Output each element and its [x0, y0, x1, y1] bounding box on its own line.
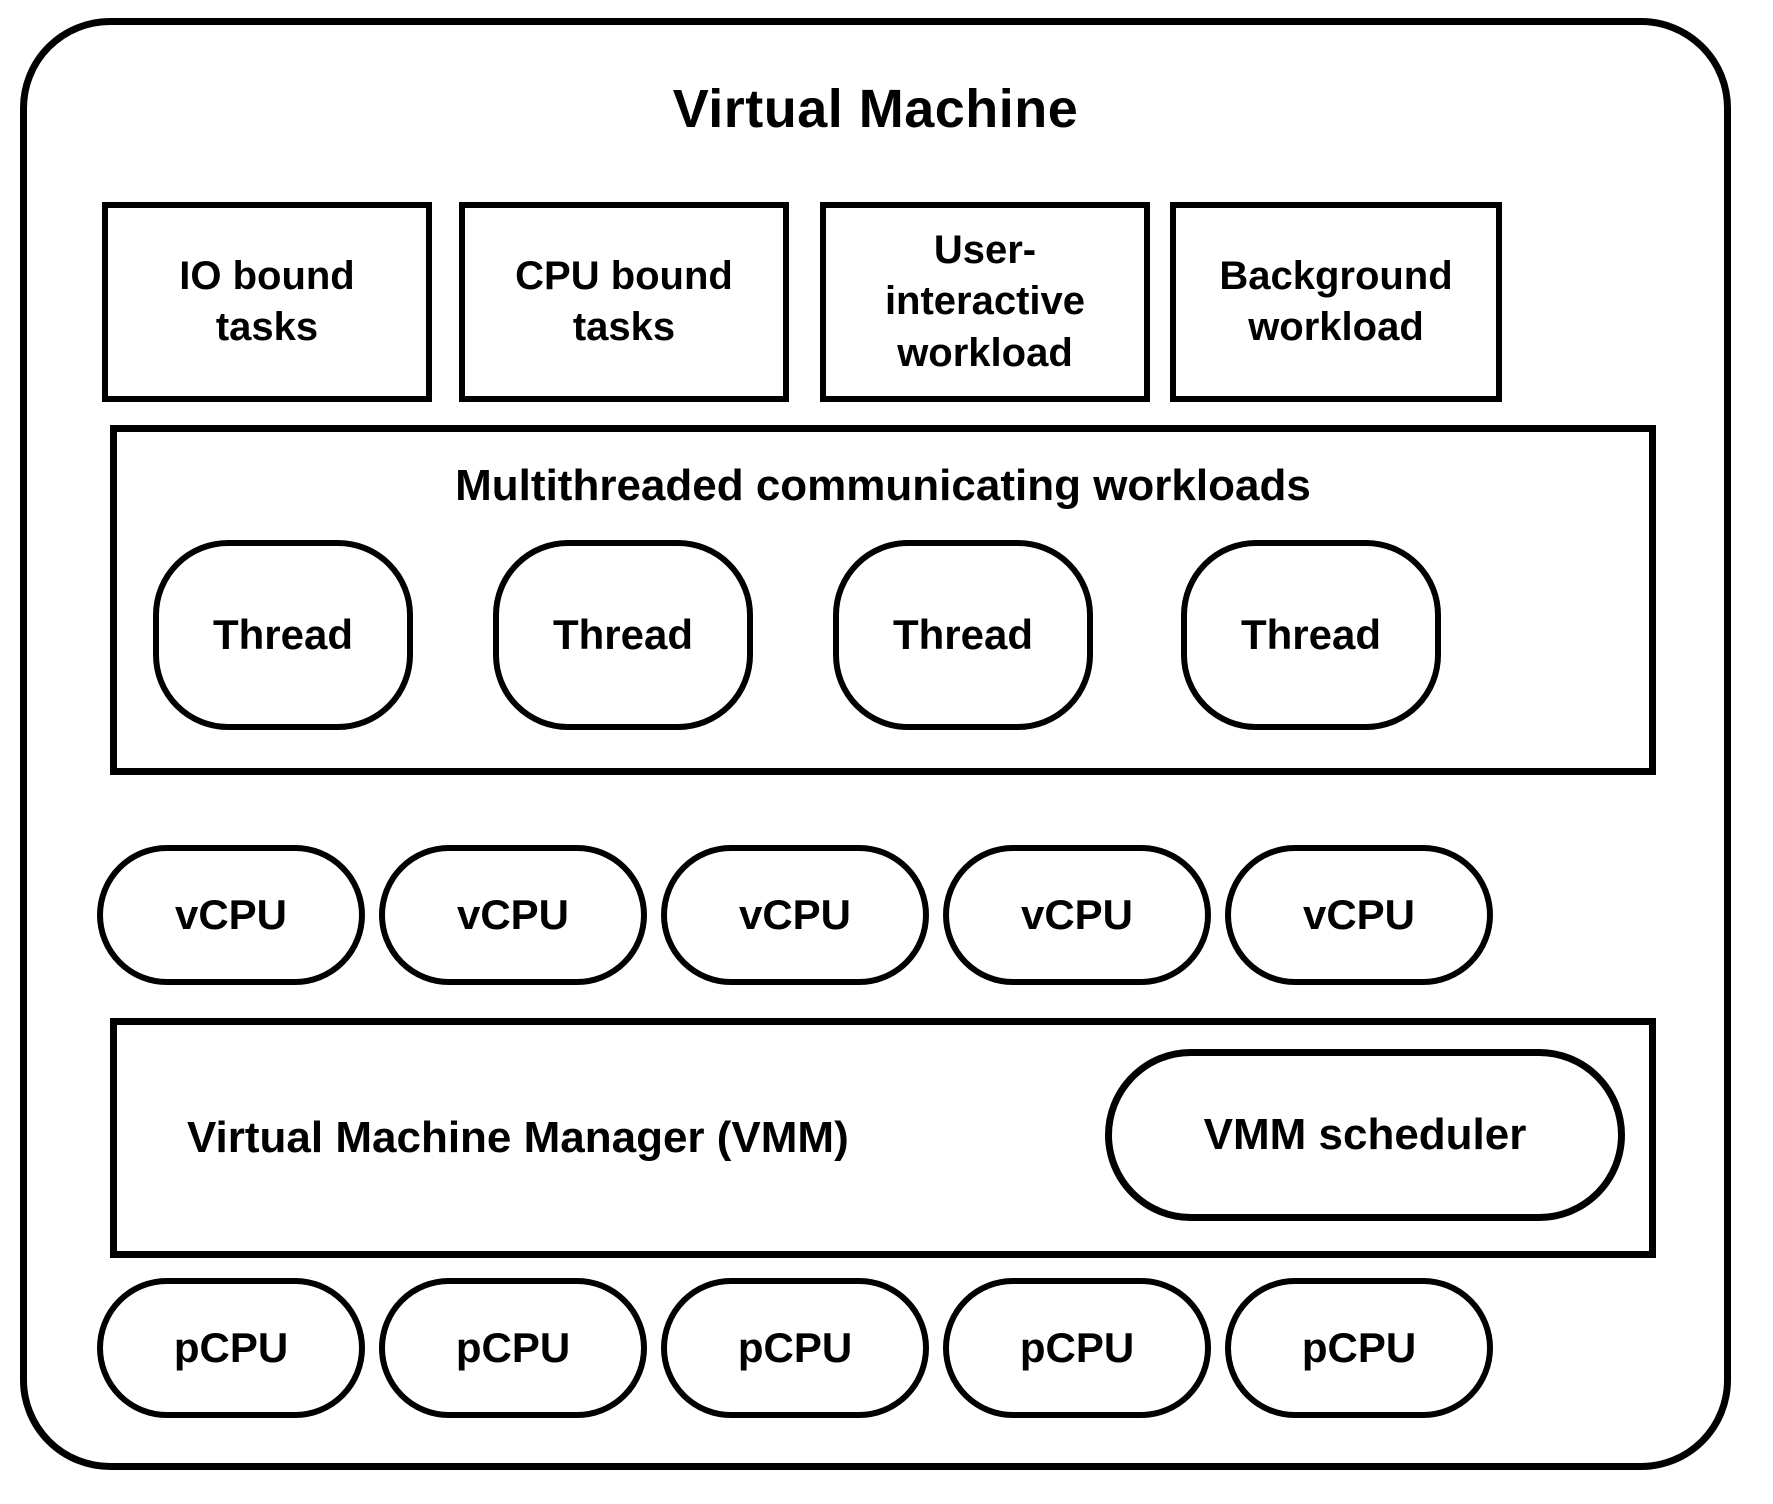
workload-row: IO bound tasks CPU bound tasks User- int…	[102, 202, 1664, 402]
vcpu-row: vCPU vCPU vCPU vCPU vCPU	[87, 845, 1687, 985]
workload-box-label: CPU bound tasks	[515, 253, 733, 349]
pcpu-pill: pCPU	[1225, 1278, 1493, 1418]
pcpu-label: pCPU	[455, 1324, 571, 1371]
vmm-box: Virtual Machine Manager (VMM) VMM schedu…	[110, 1018, 1656, 1258]
pcpu-pill: pCPU	[943, 1278, 1211, 1418]
vmm-scheduler-label: VMM scheduler	[1203, 1110, 1527, 1159]
pcpu-label: pCPU	[1301, 1324, 1417, 1371]
thread-label: Thread	[892, 611, 1034, 658]
workload-box-background-workload: Background workload	[1170, 202, 1502, 402]
pcpu-pill: pCPU	[661, 1278, 929, 1418]
thread-label: Thread	[552, 611, 694, 658]
vmm-label: Virtual Machine Manager (VMM)	[187, 1113, 849, 1162]
vcpu-pill: vCPU	[379, 845, 647, 985]
vcpu-pill: vCPU	[943, 845, 1211, 985]
pcpu-pill: pCPU	[379, 1278, 647, 1418]
pcpu-label: pCPU	[737, 1324, 853, 1371]
vcpu-label: vCPU	[738, 891, 852, 938]
page-title: Virtual Machine	[672, 79, 1079, 139]
workload-box-label: Background workload	[1219, 253, 1453, 349]
thread-pill: Thread	[493, 540, 753, 730]
thread-pill: Thread	[1181, 540, 1441, 730]
thread-label: Thread	[1240, 611, 1382, 658]
virtual-machine-container: Virtual Machine IO bound tasks CPU bound…	[20, 18, 1731, 1470]
workload-box-cpu-bound-tasks: CPU bound tasks	[459, 202, 789, 402]
vcpu-pill: vCPU	[97, 845, 365, 985]
workload-box-io-bound-tasks: IO bound tasks	[102, 202, 432, 402]
vmm-scheduler-pill: VMM scheduler	[1105, 1049, 1625, 1221]
thread-label: Thread	[212, 611, 354, 658]
pcpu-label: pCPU	[173, 1324, 289, 1371]
vcpu-label: vCPU	[456, 891, 570, 938]
multithreaded-workloads-title: Multithreaded communicating workloads	[455, 461, 1311, 510]
workload-box-label: User- interactive workload	[884, 228, 1086, 375]
workload-box-user-interactive-workload: User- interactive workload	[820, 202, 1150, 402]
vcpu-label: vCPU	[1020, 891, 1134, 938]
thread-pill: Thread	[833, 540, 1093, 730]
workload-box-label: IO bound tasks	[179, 253, 355, 349]
vcpu-pill: vCPU	[1225, 845, 1493, 985]
multithreaded-workloads-box: Multithreaded communicating workloads Th…	[110, 425, 1656, 775]
pcpu-label: pCPU	[1019, 1324, 1135, 1371]
vcpu-label: vCPU	[174, 891, 288, 938]
vcpu-pill: vCPU	[661, 845, 929, 985]
vcpu-label: vCPU	[1302, 891, 1416, 938]
thread-pill: Thread	[153, 540, 413, 730]
pcpu-pill: pCPU	[97, 1278, 365, 1418]
pcpu-row: pCPU pCPU pCPU pCPU pCPU	[87, 1278, 1687, 1418]
thread-row: Thread Thread Thread Thread	[135, 540, 1645, 730]
